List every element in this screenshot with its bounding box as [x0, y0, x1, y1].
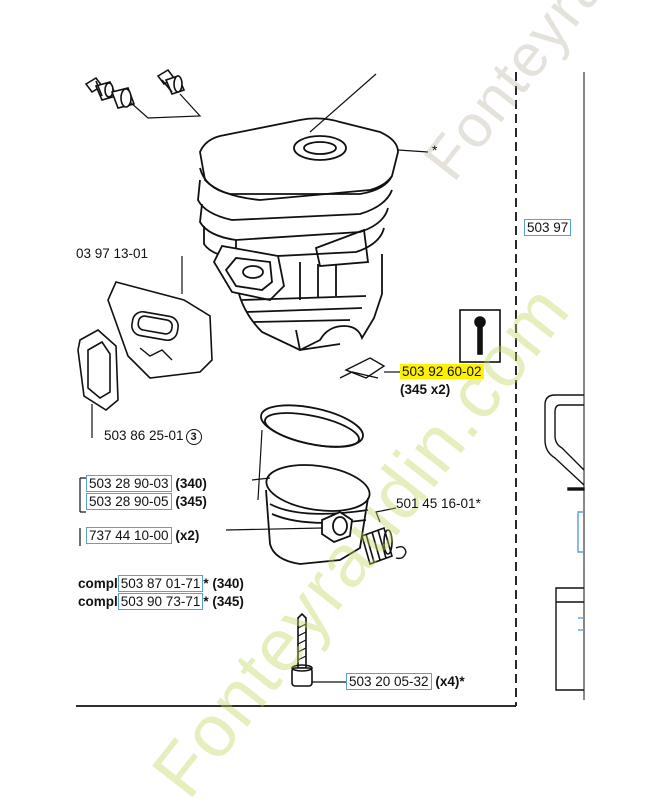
ring-345-box[interactable]: 503 28 90-05 — [86, 493, 172, 510]
cyl-gasket-drawing — [77, 329, 119, 438]
label-bearing: 501 45 16-01* — [396, 496, 481, 511]
bolt-drawing — [291, 612, 346, 687]
compl-word-2: compl — [78, 594, 118, 609]
compl-2-box[interactable]: 503 90 73-71 — [117, 593, 204, 610]
screw-qty: (x4)* — [435, 674, 465, 689]
label-ring-345: 503 28 90-05 (345) — [86, 493, 207, 510]
screw-box[interactable]: 503 20 05-32 — [346, 673, 432, 690]
ring-345-qty: (345) — [175, 494, 207, 509]
ring-340-qty: (340) — [175, 476, 207, 491]
compl-1-suffix: * (340) — [203, 576, 244, 591]
nozzle-icon — [84, 76, 136, 109]
pin-box[interactable]: 737 44 10-00 — [86, 527, 172, 544]
pin-qty: (x2) — [175, 528, 200, 543]
compl-1-box[interactable]: 503 87 01-71 — [117, 575, 204, 592]
gasket-drawing — [107, 256, 213, 379]
label-clip-qty: (345 x2) — [400, 382, 451, 397]
cyl-gasket-number[interactable]: 503 86 25-01 — [104, 428, 184, 443]
label-pin: 737 44 10-00 (x2) — [86, 527, 200, 544]
right-part-box[interactable]: 503 97 — [524, 219, 572, 236]
label-screw: 503 20 05-32 (x4)* — [346, 673, 465, 690]
right-partial-drawing — [544, 394, 585, 691]
nozzle-leader — [129, 93, 202, 119]
piston-ring-drawing — [257, 404, 364, 501]
label-asterisk: * — [432, 142, 438, 158]
compl-2-suffix: * (345) — [203, 594, 244, 609]
label-clip: 503 92 60-02 — [400, 364, 484, 380]
circle-badge: 3 — [185, 429, 202, 445]
needle-bearing-drawing — [361, 507, 407, 566]
label-gasket-part: 03 97 13-01 — [76, 246, 149, 261]
piston-drawing — [265, 464, 371, 565]
label-right-part: 503 97 — [524, 219, 572, 236]
nozzle-icon — [156, 68, 186, 95]
clip-part-highlight[interactable]: 503 92 60-02 — [400, 364, 484, 379]
ring-340-box[interactable]: 503 28 90-03 — [86, 475, 172, 492]
cylinder-drawing — [197, 73, 429, 352]
compl-word-1: compl — [78, 576, 118, 591]
label-ring-340: 503 28 90-03 (340) — [86, 475, 207, 492]
clip-drawing — [339, 357, 400, 379]
leader-lines — [79, 477, 323, 546]
wrench-icon — [459, 309, 501, 363]
